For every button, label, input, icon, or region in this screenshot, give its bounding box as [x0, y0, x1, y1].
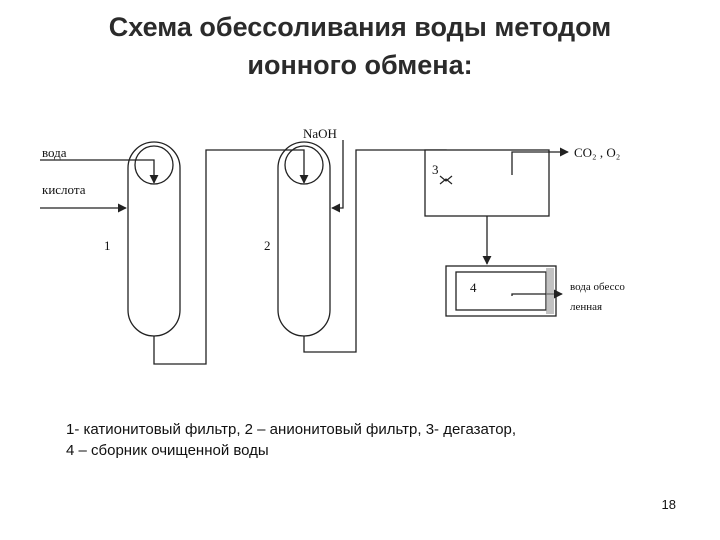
diagram-caption: 1- катионитовый фильтр, 2 – анионитовый …: [66, 419, 686, 461]
label-num-4: 4: [470, 280, 477, 295]
label-num-1: 1: [104, 238, 111, 253]
label-out-line2: ленная: [570, 301, 602, 313]
clean-water-outlet-line: [511, 289, 563, 299]
caption-line-1: 1- катионитовый фильтр, 2 – анионитовый …: [66, 421, 517, 438]
title-line-1: Схема обессоливания воды методом: [108, 12, 612, 42]
title-line-2: ионного обмена:: [247, 50, 473, 80]
label-acid: кислота: [42, 182, 86, 197]
label-num-3: 3: [432, 162, 439, 177]
water-inlet-line: [40, 159, 159, 184]
label-naoh: NaOH: [303, 126, 337, 141]
degasser-spray-icon: [439, 175, 453, 185]
degasser-box: [424, 149, 550, 217]
page-number: 18: [661, 497, 676, 512]
label-num-2: 2: [264, 238, 271, 253]
collector-shading: [546, 268, 554, 314]
label-out-line1: вода обессо: [570, 281, 625, 293]
naoh-inlet-line: [331, 140, 344, 213]
label-water-in: вода: [42, 145, 67, 160]
label-gases: CO₂ , O₂: [574, 145, 620, 160]
pipe-1-to-2: [153, 149, 309, 365]
anion-filter-column: [277, 141, 331, 337]
cation-filter-column: [127, 141, 181, 337]
caption-line-2: 4 – сборник очищенной воды: [66, 442, 269, 459]
slide-title: Схема обессоливания воды методом ионного…: [0, 8, 720, 84]
gas-outlet-line: [511, 147, 569, 175]
